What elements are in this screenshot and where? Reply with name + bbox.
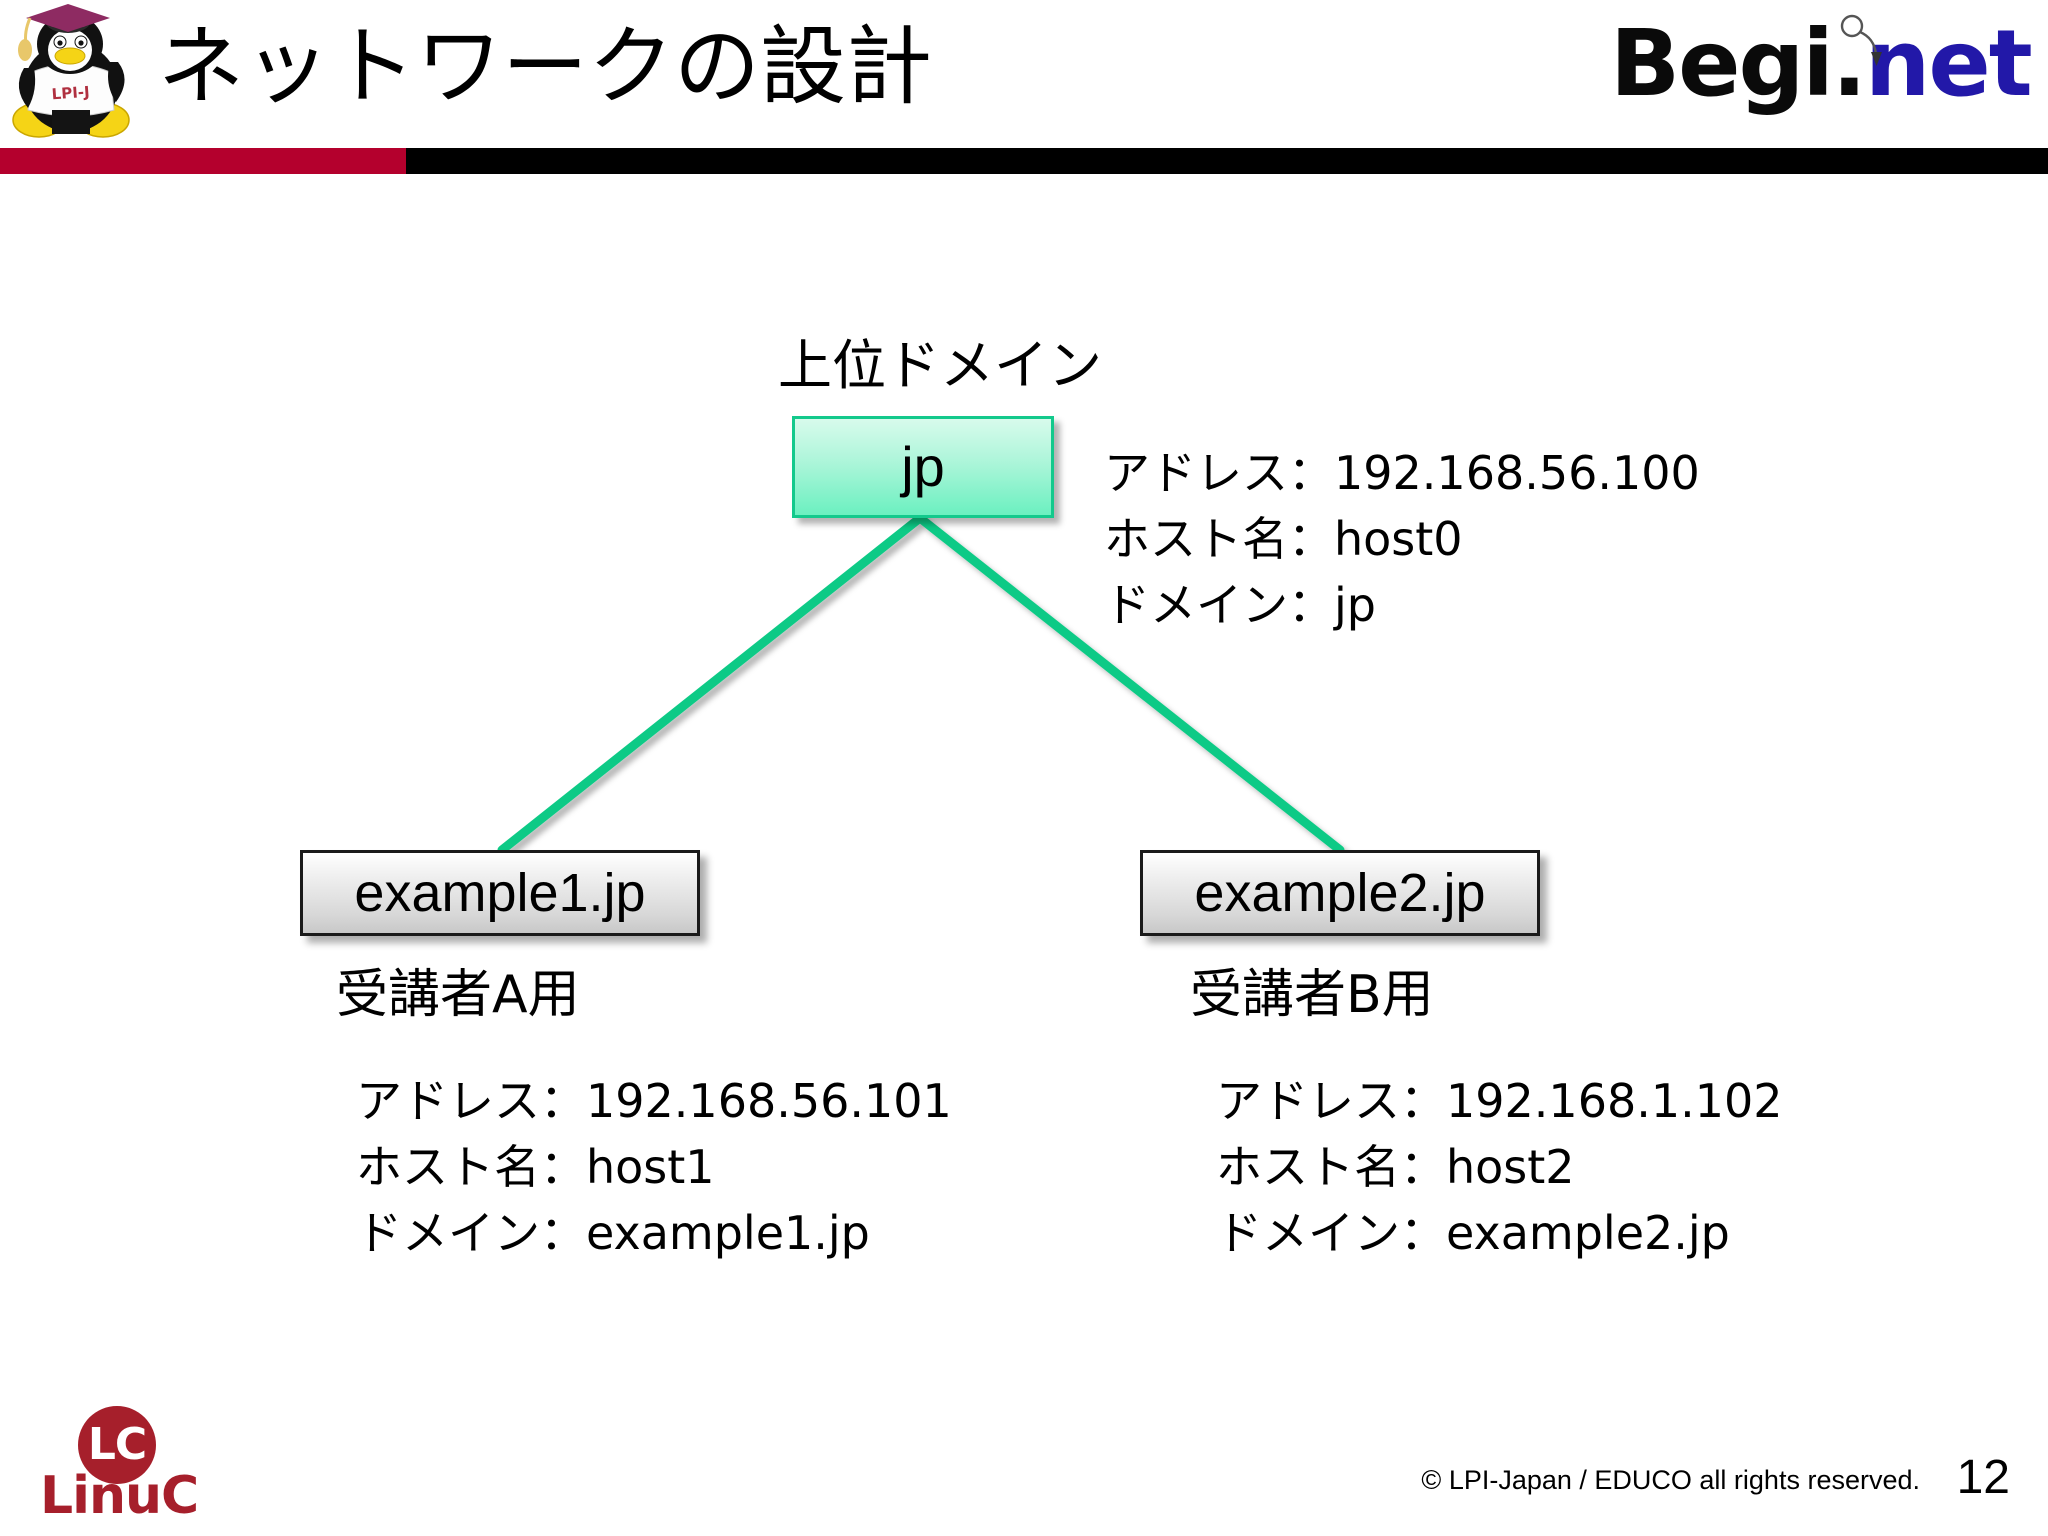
node-jp[interactable]: jp xyxy=(792,416,1054,518)
connector-root-to-example1 xyxy=(497,513,925,855)
header-divider-black xyxy=(406,148,2048,174)
node-example1[interactable]: example1.jp xyxy=(300,850,700,936)
circle-arrow-icon xyxy=(1840,14,1882,66)
info-example2-address: アドレス：192.168.1.102 xyxy=(1216,1074,1783,1128)
info-example2-domain: ドメイン：example2.jp xyxy=(1216,1206,1730,1260)
info-example1-address: アドレス：192.168.56.101 xyxy=(356,1074,952,1128)
connector-root-to-example2 xyxy=(915,513,1345,855)
page-title: ネットワークの設計 xyxy=(158,17,932,117)
slide-header: LPI-J ネットワークの設計 xyxy=(0,0,2048,174)
penguin-mascot-icon: LPI-J xyxy=(12,4,130,138)
info-block-example1: アドレス：192.168.56.101 ホスト名：host1 ドメイン：exam… xyxy=(356,1068,952,1266)
role-label-example2: 受講者B用 xyxy=(1190,965,1434,1025)
linuc-logo-wordmark: LinuC xyxy=(40,1466,199,1526)
svg-text:LPI-J: LPI-J xyxy=(51,83,90,104)
brand-logo: Begi.net xyxy=(1610,14,2040,112)
linuc-logo: LC LinuC xyxy=(40,1406,199,1526)
info-example1-domain: ドメイン：example1.jp xyxy=(356,1206,870,1260)
node-example2[interactable]: example2.jp xyxy=(1140,850,1540,936)
brand-logo-text: Begi.net xyxy=(1610,16,2033,112)
info-jp-domain: ドメイン：jp xyxy=(1104,578,1376,632)
linuc-logo-mark: LC xyxy=(78,1406,156,1484)
tree-connectors xyxy=(497,513,1345,855)
info-example1-hostname: ホスト名：host1 xyxy=(356,1140,715,1194)
brand-logo-black-part: Begi. xyxy=(1610,10,1867,117)
upper-domain-caption: 上位ドメイン xyxy=(778,334,1102,397)
page-number: 12 xyxy=(1956,1451,2010,1504)
node-example1-label: example1.jp xyxy=(354,863,646,923)
info-block-jp: アドレス：192.168.56.100 ホスト名：host0 ドメイン：jp xyxy=(1104,440,1700,638)
node-jp-label: jp xyxy=(901,435,945,498)
info-jp-address: アドレス：192.168.56.100 xyxy=(1104,446,1700,500)
linuc-logo-mark-text: LC xyxy=(87,1419,147,1470)
info-example2-hostname: ホスト名：host2 xyxy=(1216,1140,1575,1194)
header-divider-red xyxy=(0,148,406,174)
network-design-diagram: 上位ドメイン jp アドレス：192.168.56.100 ホスト名：host0… xyxy=(0,174,2048,1354)
info-block-example2: アドレス：192.168.1.102 ホスト名：host2 ドメイン：examp… xyxy=(1216,1068,1783,1266)
brand-logo-blue-part: net xyxy=(1864,10,2033,117)
node-example2-label: example2.jp xyxy=(1194,863,1486,923)
info-jp-hostname: ホスト名：host0 xyxy=(1104,512,1463,566)
slide-footer: LC LinuC © LPI-Japan / EDUCO all rights … xyxy=(0,1360,2048,1536)
copyright-notice: © LPI-Japan / EDUCO all rights reserved. xyxy=(1421,1465,1920,1495)
role-label-example1: 受講者A用 xyxy=(336,965,580,1025)
